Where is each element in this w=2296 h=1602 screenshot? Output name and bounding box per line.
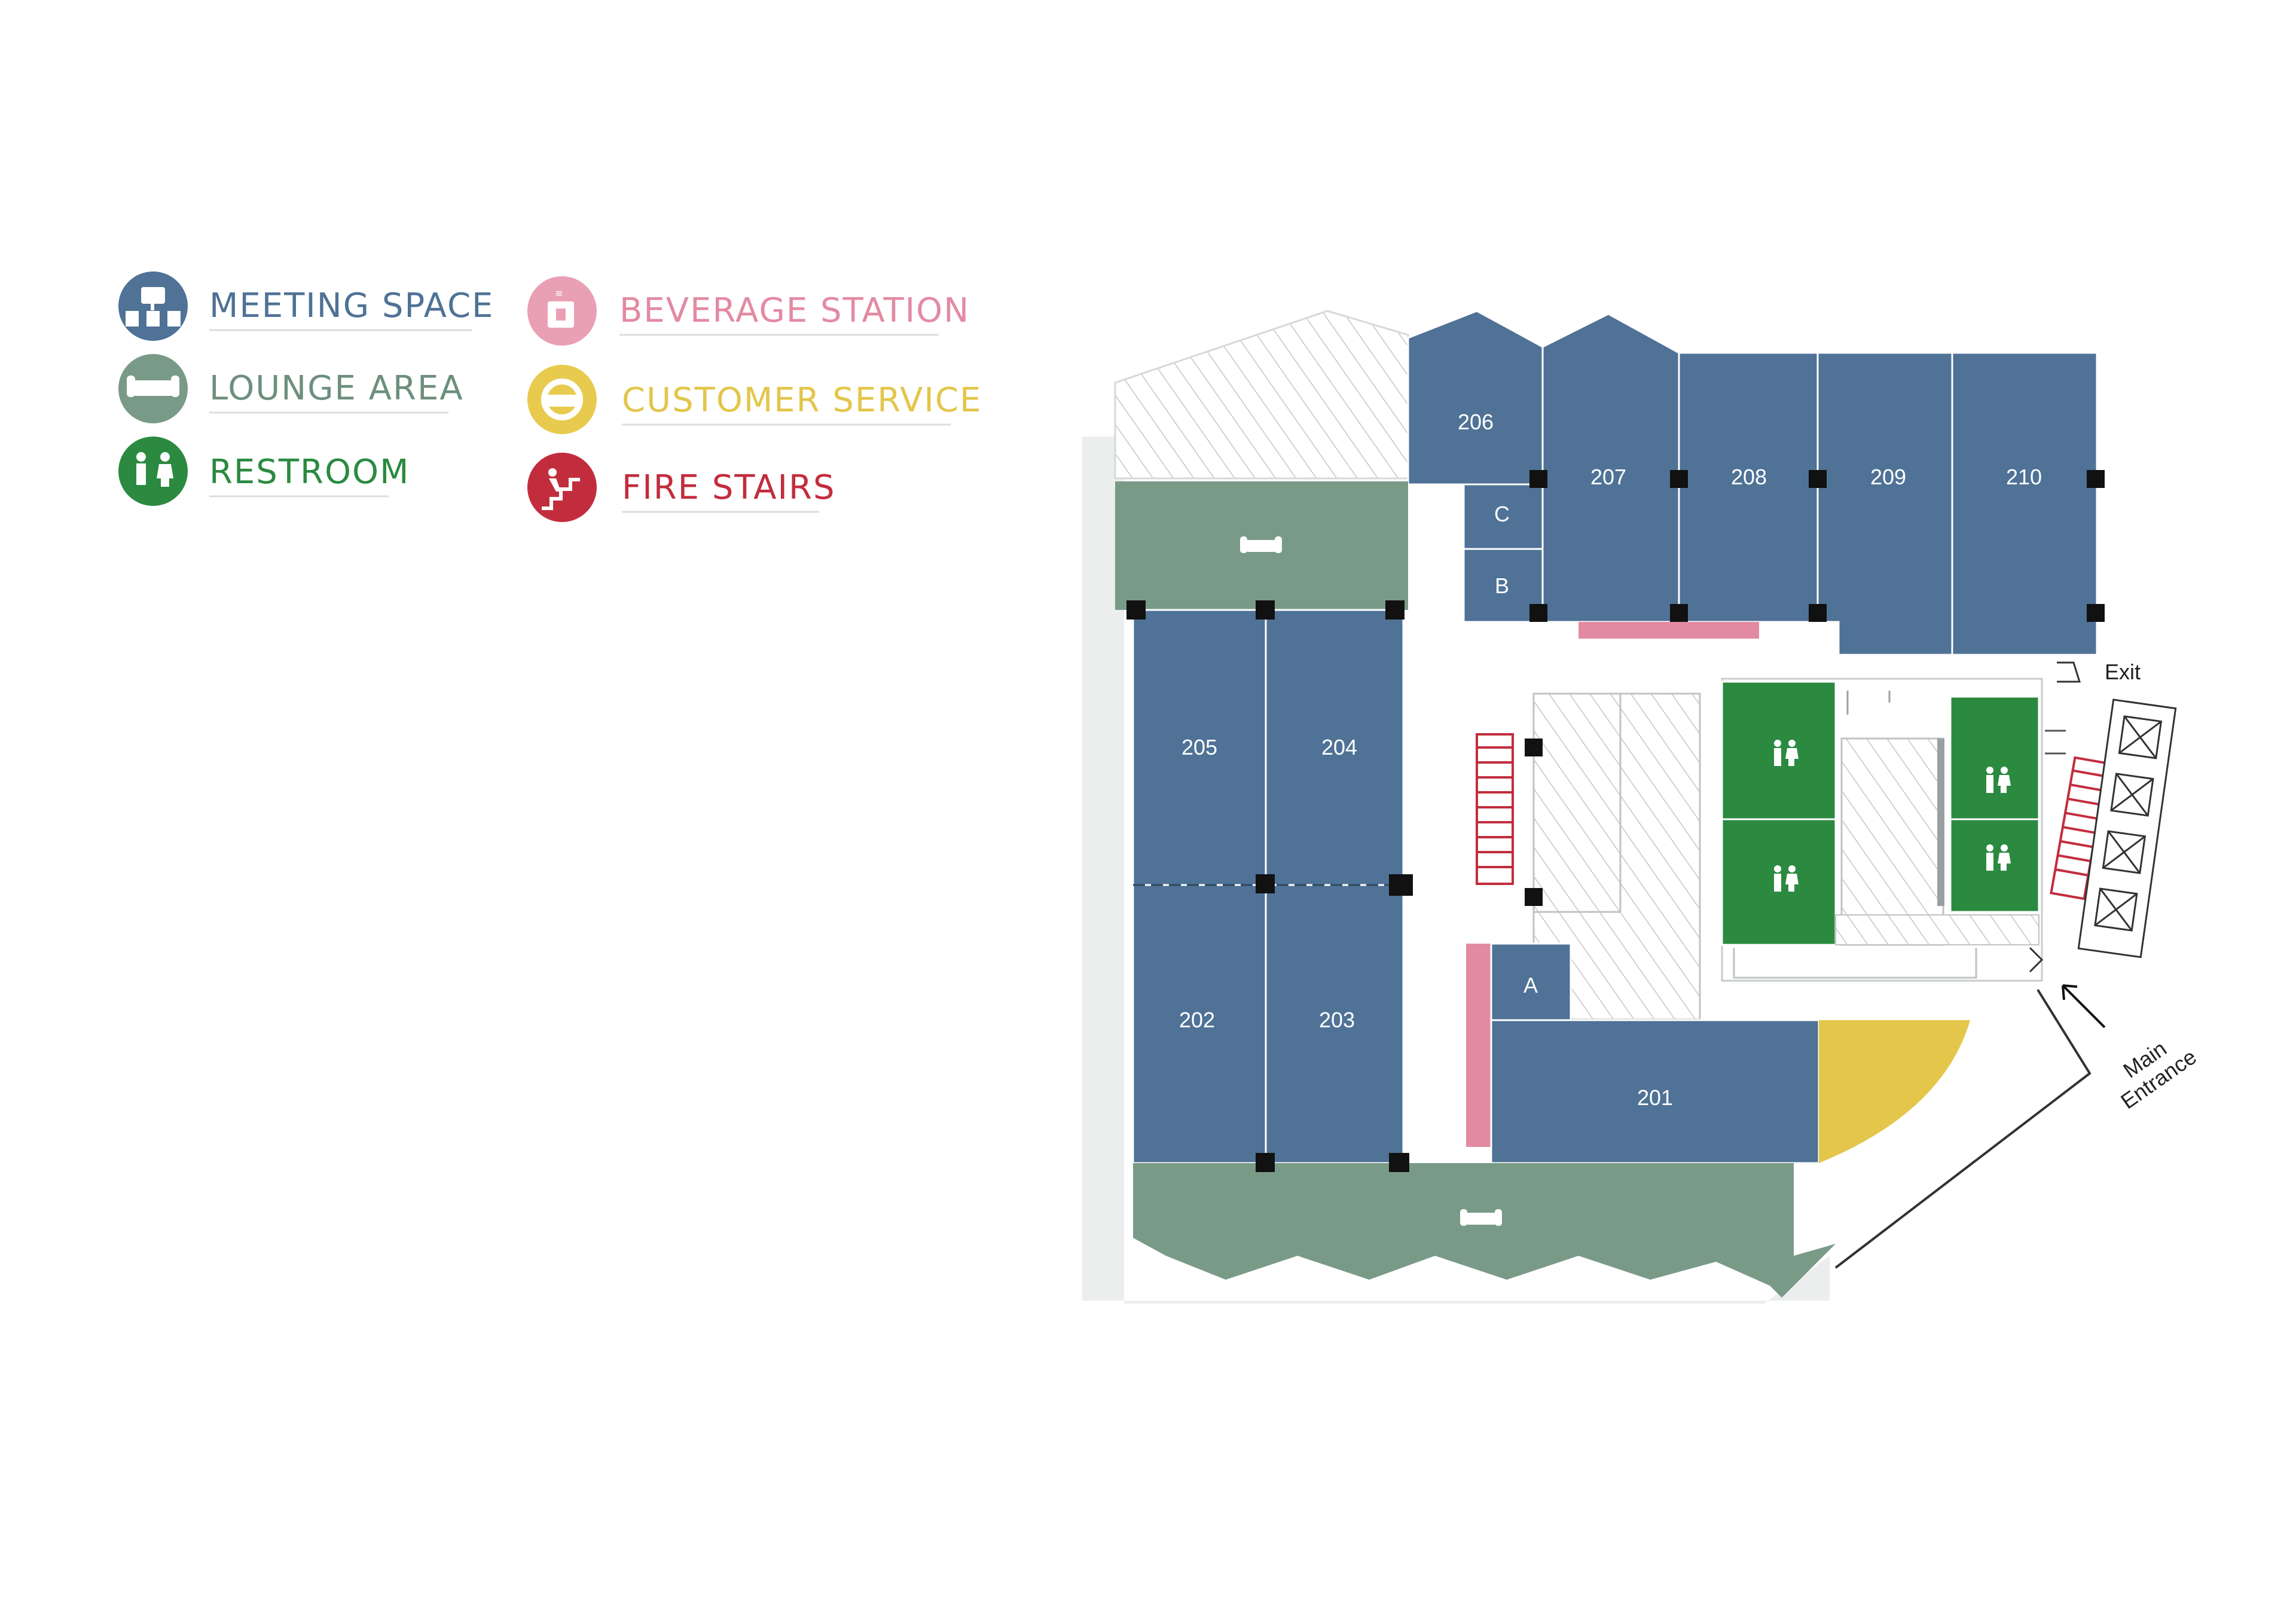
room-label-207: 207 bbox=[1590, 465, 1626, 489]
room-label-a: A bbox=[1523, 973, 1538, 997]
legend-item-lounge: LOUNGE AREA bbox=[118, 354, 464, 423]
fire-stairs-left bbox=[1476, 733, 1514, 885]
room-205 bbox=[1132, 609, 1267, 886]
restroom-4 bbox=[1949, 818, 2040, 913]
restroom-3 bbox=[1949, 695, 2040, 820]
legend-label-beverage: BEVERAGE STATION bbox=[619, 291, 970, 330]
svg-text:≋: ≋ bbox=[555, 289, 563, 299]
restroom-icon bbox=[1986, 844, 2011, 871]
beverage-station-top bbox=[1578, 622, 1759, 639]
room-label-202: 202 bbox=[1179, 1008, 1215, 1032]
lounge-area-bottom bbox=[1133, 1163, 1836, 1298]
legend-label-service: CUSTOMER SERVICE bbox=[622, 381, 982, 420]
legend-label-lounge: LOUNGE AREA bbox=[209, 369, 464, 408]
legend: MEETING SPACE LOUNGE AREA RESTROOM bbox=[118, 271, 982, 522]
beverage-station-left bbox=[1466, 944, 1491, 1147]
legend-item-beverage: ≋ BEVERAGE STATION bbox=[527, 276, 970, 346]
room-210 bbox=[1951, 352, 2098, 656]
room-label-201: 201 bbox=[1637, 1085, 1673, 1110]
room-208 bbox=[1678, 352, 1819, 623]
room-label-c: C bbox=[1494, 502, 1510, 526]
legend-label-restroom: RESTROOM bbox=[209, 453, 410, 492]
legend-item-fire: FIRE STAIRS bbox=[527, 453, 836, 522]
hatched-restroom-core bbox=[1840, 737, 1944, 946]
room-label-b: B bbox=[1495, 573, 1509, 598]
room-202 bbox=[1132, 884, 1267, 1164]
room-label-208: 208 bbox=[1731, 465, 1767, 489]
room-209 bbox=[1816, 352, 1953, 656]
sofa-icon bbox=[1240, 536, 1282, 553]
sofa-icon bbox=[1460, 1209, 1502, 1226]
restroom-icon bbox=[1774, 865, 1799, 892]
restroom-icon bbox=[118, 437, 188, 506]
room-206 bbox=[1407, 310, 1544, 486]
elevator-bank bbox=[2077, 698, 2177, 959]
room-label-206: 206 bbox=[1458, 410, 1494, 434]
legend-item-restroom: RESTROOM bbox=[118, 437, 410, 506]
room-204 bbox=[1265, 609, 1405, 886]
room-label-209: 209 bbox=[1870, 465, 1906, 489]
hatched-area-top-left bbox=[1114, 310, 1409, 480]
legend-item-service: CUSTOMER SERVICE bbox=[527, 365, 982, 434]
room-label-203: 203 bbox=[1319, 1008, 1355, 1032]
restroom-icon bbox=[1986, 767, 2011, 793]
legend-item-meeting: MEETING SPACE bbox=[118, 271, 494, 341]
room-label-210: 210 bbox=[2006, 465, 2042, 489]
restroom-icon bbox=[1774, 740, 1799, 766]
structural-columns bbox=[1126, 470, 2105, 1172]
exit-label: Exit bbox=[2105, 660, 2141, 684]
room-a bbox=[1490, 942, 1572, 1021]
customer-service-area bbox=[1819, 1020, 1970, 1163]
entrance-path bbox=[1834, 988, 2092, 1269]
room-203 bbox=[1265, 884, 1405, 1164]
legend-label-fire: FIRE STAIRS bbox=[622, 468, 836, 507]
legend-label-meeting: MEETING SPACE bbox=[209, 286, 494, 325]
room-label-205: 205 bbox=[1181, 735, 1217, 759]
floor-plan: 206 207 208 209 210 C B 205 204 202 203 … bbox=[1082, 310, 2201, 1304]
room-c bbox=[1463, 483, 1544, 550]
room-label-204: 204 bbox=[1321, 735, 1357, 759]
